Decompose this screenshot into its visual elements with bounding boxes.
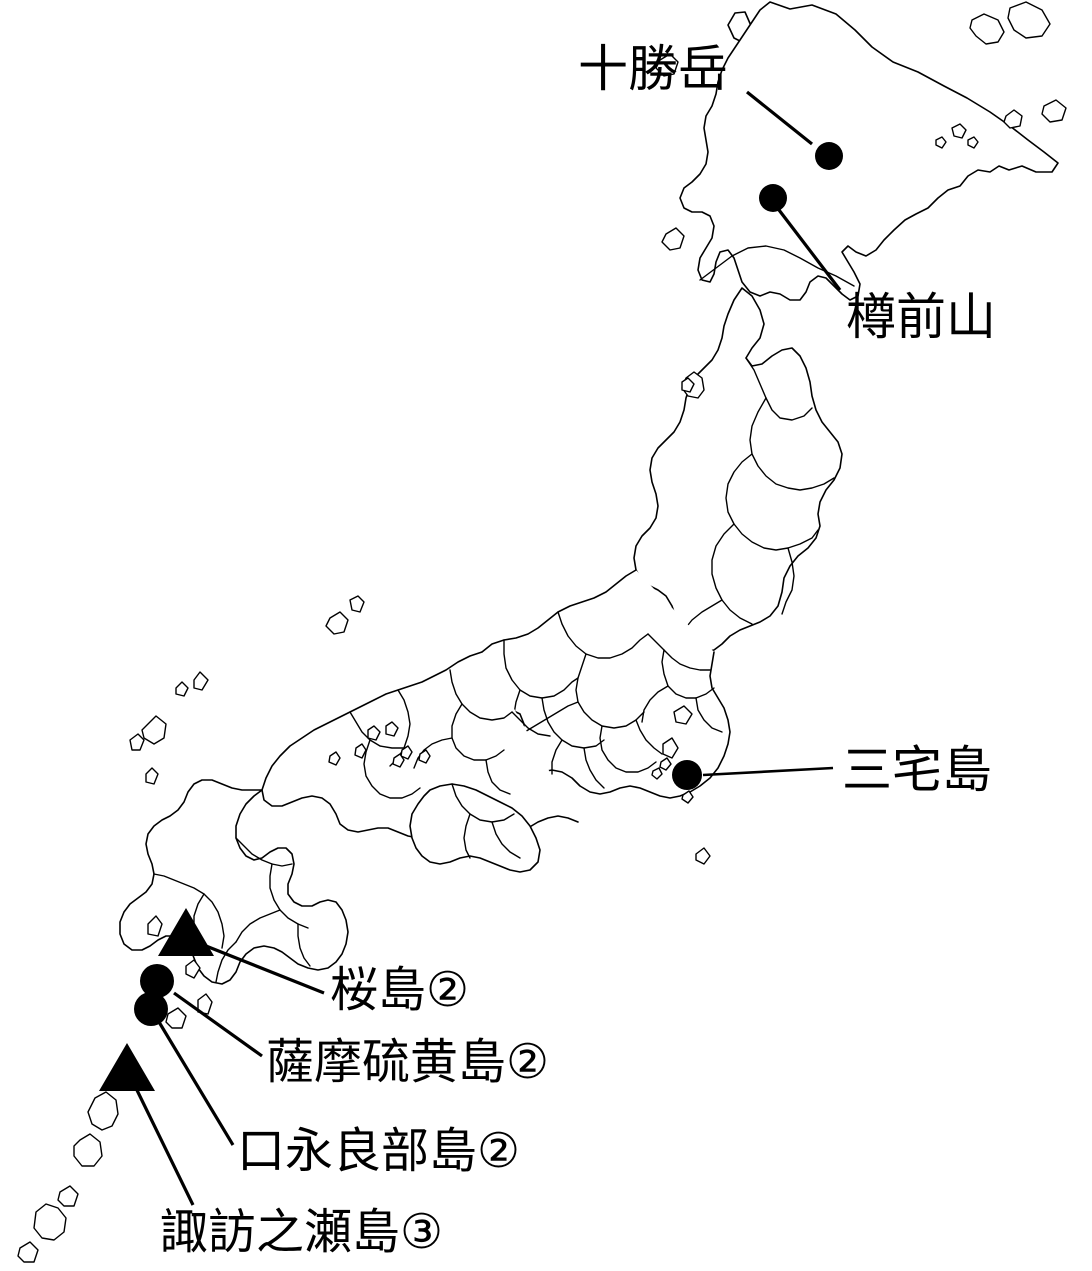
region-tohoku xyxy=(633,287,843,653)
label-satsuma-iojima: 薩摩硫黄島② xyxy=(266,1034,550,1090)
marker-circle-kuchinoerabujima[interactable] xyxy=(134,992,168,1026)
leader-line-miyakejima xyxy=(702,766,834,777)
leader-line-kuchinoerabujima xyxy=(157,1021,235,1146)
leader-line-sakurajima xyxy=(195,940,325,995)
region-hokkaido xyxy=(655,1,1067,301)
marker-circle-miyakejima[interactable] xyxy=(672,760,702,790)
marker-triangle-suwanosejima[interactable] xyxy=(99,1043,155,1091)
volcano-markers xyxy=(99,142,843,1091)
label-tokachidake: 十勝岳 xyxy=(578,40,728,98)
leader-line-suwanosejima xyxy=(131,1081,195,1206)
leader-line-tokachidake xyxy=(746,90,813,146)
leader-line-satsuma-iojima xyxy=(173,991,263,1058)
leader-lines xyxy=(131,90,842,1206)
label-kuchinoerabujima: 口永良部島② xyxy=(237,1123,521,1179)
region-nansei-islands xyxy=(17,1091,119,1263)
marker-triangle-sakurajima[interactable] xyxy=(158,908,214,956)
marker-circle-satsuma-iojima[interactable] xyxy=(140,964,174,998)
region-chubu-kanto xyxy=(325,569,731,865)
label-tarumaesan: 樽前山 xyxy=(846,288,996,346)
label-miyakejima: 三宅島 xyxy=(842,741,992,799)
region-west-honshu-shikoku xyxy=(129,651,579,873)
label-sakurajima: 桜島② xyxy=(330,962,470,1018)
marker-circle-tokachidake[interactable] xyxy=(815,142,843,170)
leader-line-tarumaesan xyxy=(777,209,842,291)
label-suwanosejima: 諏訪之瀬島③ xyxy=(160,1204,444,1260)
marker-circle-tarumaesan[interactable] xyxy=(759,184,787,212)
